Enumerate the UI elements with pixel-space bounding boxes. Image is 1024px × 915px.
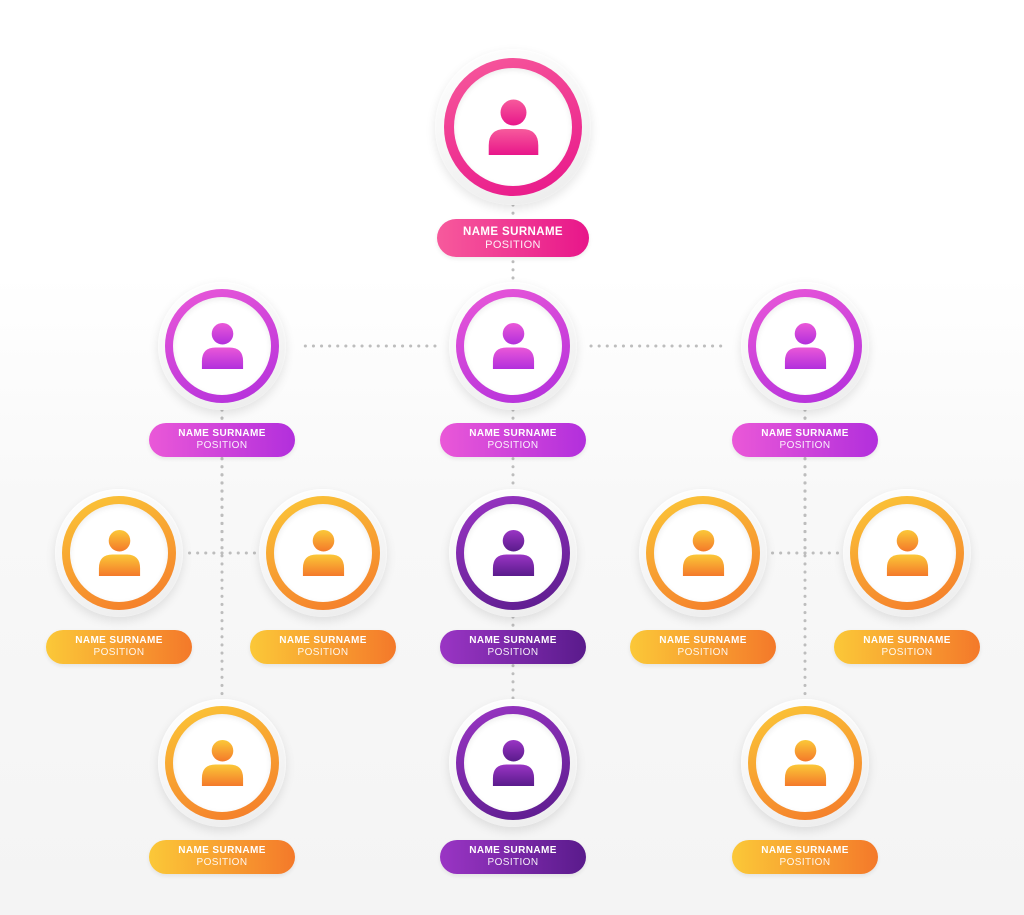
person-icon (883, 527, 932, 576)
node-avatar-background (274, 504, 372, 602)
node-avatar-background (454, 68, 572, 186)
node-color-ring (444, 58, 582, 196)
person-icon (489, 527, 538, 576)
person-icon (198, 737, 247, 786)
node-avatar-frame (449, 282, 577, 410)
node-avatar-frame (741, 699, 869, 827)
node-position: POSITION (677, 647, 729, 658)
node-avatar-frame (158, 282, 286, 410)
node-color-ring (165, 289, 279, 403)
node-color-ring (456, 706, 570, 820)
node-color-ring (748, 289, 862, 403)
node-avatar-background (858, 504, 956, 602)
node-avatar-background (173, 297, 271, 395)
node-name: NAME SURNAME (659, 635, 747, 646)
person-icon (679, 527, 728, 576)
node-avatar-frame (449, 489, 577, 617)
node-color-ring (165, 706, 279, 820)
node-position: POSITION (93, 647, 145, 658)
node-avatar-frame (435, 49, 591, 205)
node-name: NAME SURNAME (469, 635, 557, 646)
person-icon (484, 96, 543, 155)
node-avatar-background (70, 504, 168, 602)
node-name: NAME SURNAME (469, 428, 557, 439)
node-avatar-background (464, 504, 562, 602)
node-name: NAME SURNAME (279, 635, 367, 646)
person-icon (198, 320, 247, 369)
person-icon (95, 527, 144, 576)
node-avatar-frame (741, 282, 869, 410)
node-name: NAME SURNAME (178, 845, 266, 856)
node-color-ring (456, 289, 570, 403)
person-icon (489, 320, 538, 369)
node-name: NAME SURNAME (469, 845, 557, 856)
node-position: POSITION (485, 238, 541, 251)
node-avatar-frame (55, 489, 183, 617)
node-color-ring (850, 496, 964, 610)
node-avatar-background (464, 714, 562, 812)
node-position: POSITION (487, 647, 539, 658)
node-name: NAME SURNAME (761, 845, 849, 856)
node-color-ring (266, 496, 380, 610)
node-avatar-frame (158, 699, 286, 827)
node-color-ring (456, 496, 570, 610)
node-avatar-background (756, 714, 854, 812)
node-color-ring (646, 496, 760, 610)
node-color-ring (62, 496, 176, 610)
node-avatar-background (654, 504, 752, 602)
person-icon (299, 527, 348, 576)
node-position: POSITION (779, 440, 831, 451)
person-icon (781, 320, 830, 369)
node-name: NAME SURNAME (463, 225, 563, 238)
person-icon (489, 737, 538, 786)
node-position: POSITION (487, 857, 539, 868)
node-position: POSITION (881, 647, 933, 658)
node-name: NAME SURNAME (863, 635, 951, 646)
node-avatar-background (464, 297, 562, 395)
node-avatar-frame (259, 489, 387, 617)
node-avatar-background (173, 714, 271, 812)
node-color-ring (748, 706, 862, 820)
node-avatar-frame (449, 699, 577, 827)
node-name: NAME SURNAME (178, 428, 266, 439)
node-position: POSITION (779, 857, 831, 868)
node-position: POSITION (196, 440, 248, 451)
node-name: NAME SURNAME (75, 635, 163, 646)
node-avatar-background (756, 297, 854, 395)
node-position: POSITION (487, 440, 539, 451)
person-icon (781, 737, 830, 786)
node-position: POSITION (196, 857, 248, 868)
node-avatar-frame (843, 489, 971, 617)
node-name: NAME SURNAME (761, 428, 849, 439)
node-avatar-frame (639, 489, 767, 617)
node-position: POSITION (297, 647, 349, 658)
